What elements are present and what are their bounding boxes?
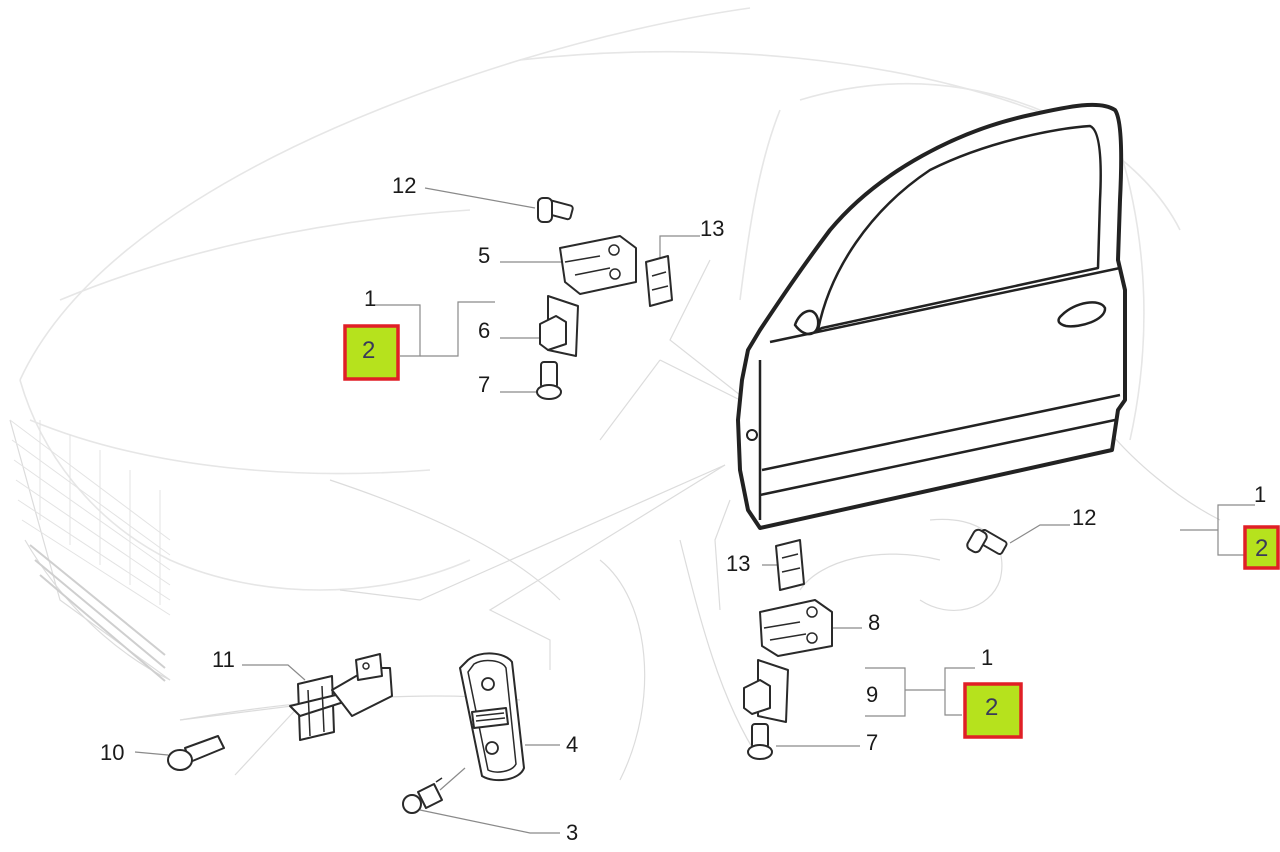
callout-11: 11 <box>212 647 235 672</box>
grille-texture <box>9 419 171 616</box>
highlight-2-right[interactable]: 2 <box>1243 525 1280 570</box>
striker-plate-4 <box>459 652 560 782</box>
callout-5: 5 <box>478 243 490 268</box>
highlight-2-mid[interactable]: 2 <box>963 682 1023 739</box>
callout-12-right: 12 <box>1072 505 1096 530</box>
bolt-10 <box>134 735 225 771</box>
hinge-plate-6 <box>375 295 579 357</box>
callout-6: 6 <box>478 318 490 343</box>
callout-9: 9 <box>866 682 878 707</box>
shim-13-top <box>645 235 700 307</box>
callout-3: 3 <box>566 820 578 845</box>
callout-13-mid: 13 <box>726 551 750 576</box>
bolt-7-top <box>500 361 562 400</box>
guide-lines <box>179 259 941 776</box>
door-check-11 <box>242 653 393 741</box>
shim-13-lower <box>762 539 805 591</box>
bolt-12-top <box>424 187 574 223</box>
right-callout-leader <box>1180 504 1255 556</box>
callout-4: 4 <box>566 732 578 757</box>
callout-1-right: 1 <box>1254 482 1266 507</box>
lower-grille-slats <box>29 544 166 682</box>
callout-8: 8 <box>868 610 880 635</box>
callout-1-mid: 1 <box>981 645 993 670</box>
lower-hinge-8 <box>759 599 862 657</box>
bolt-12-right <box>966 524 1070 555</box>
screw-3 <box>402 767 560 834</box>
highlight-2-left[interactable]: 2 <box>343 324 400 381</box>
callout-13-top: 13 <box>700 216 724 241</box>
upper-hinge-5 <box>500 235 637 295</box>
callout-7-bottom: 7 <box>866 730 878 755</box>
callout-10: 10 <box>100 740 124 765</box>
callout-12-top: 12 <box>392 173 416 198</box>
callout-1-left: 1 <box>364 286 376 311</box>
highlight-label: 2 <box>1255 535 1268 562</box>
bolt-7-lower <box>747 723 860 760</box>
highlight-label: 2 <box>362 337 375 364</box>
front-door <box>736 102 1127 530</box>
highlight-label: 2 <box>985 694 998 721</box>
callout-labels: 12 5 13 1 6 7 1 12 13 8 1 9 7 11 10 4 3 <box>100 173 1266 845</box>
hinge-plate-9 <box>743 659 975 723</box>
callout-7-top: 7 <box>478 372 490 397</box>
